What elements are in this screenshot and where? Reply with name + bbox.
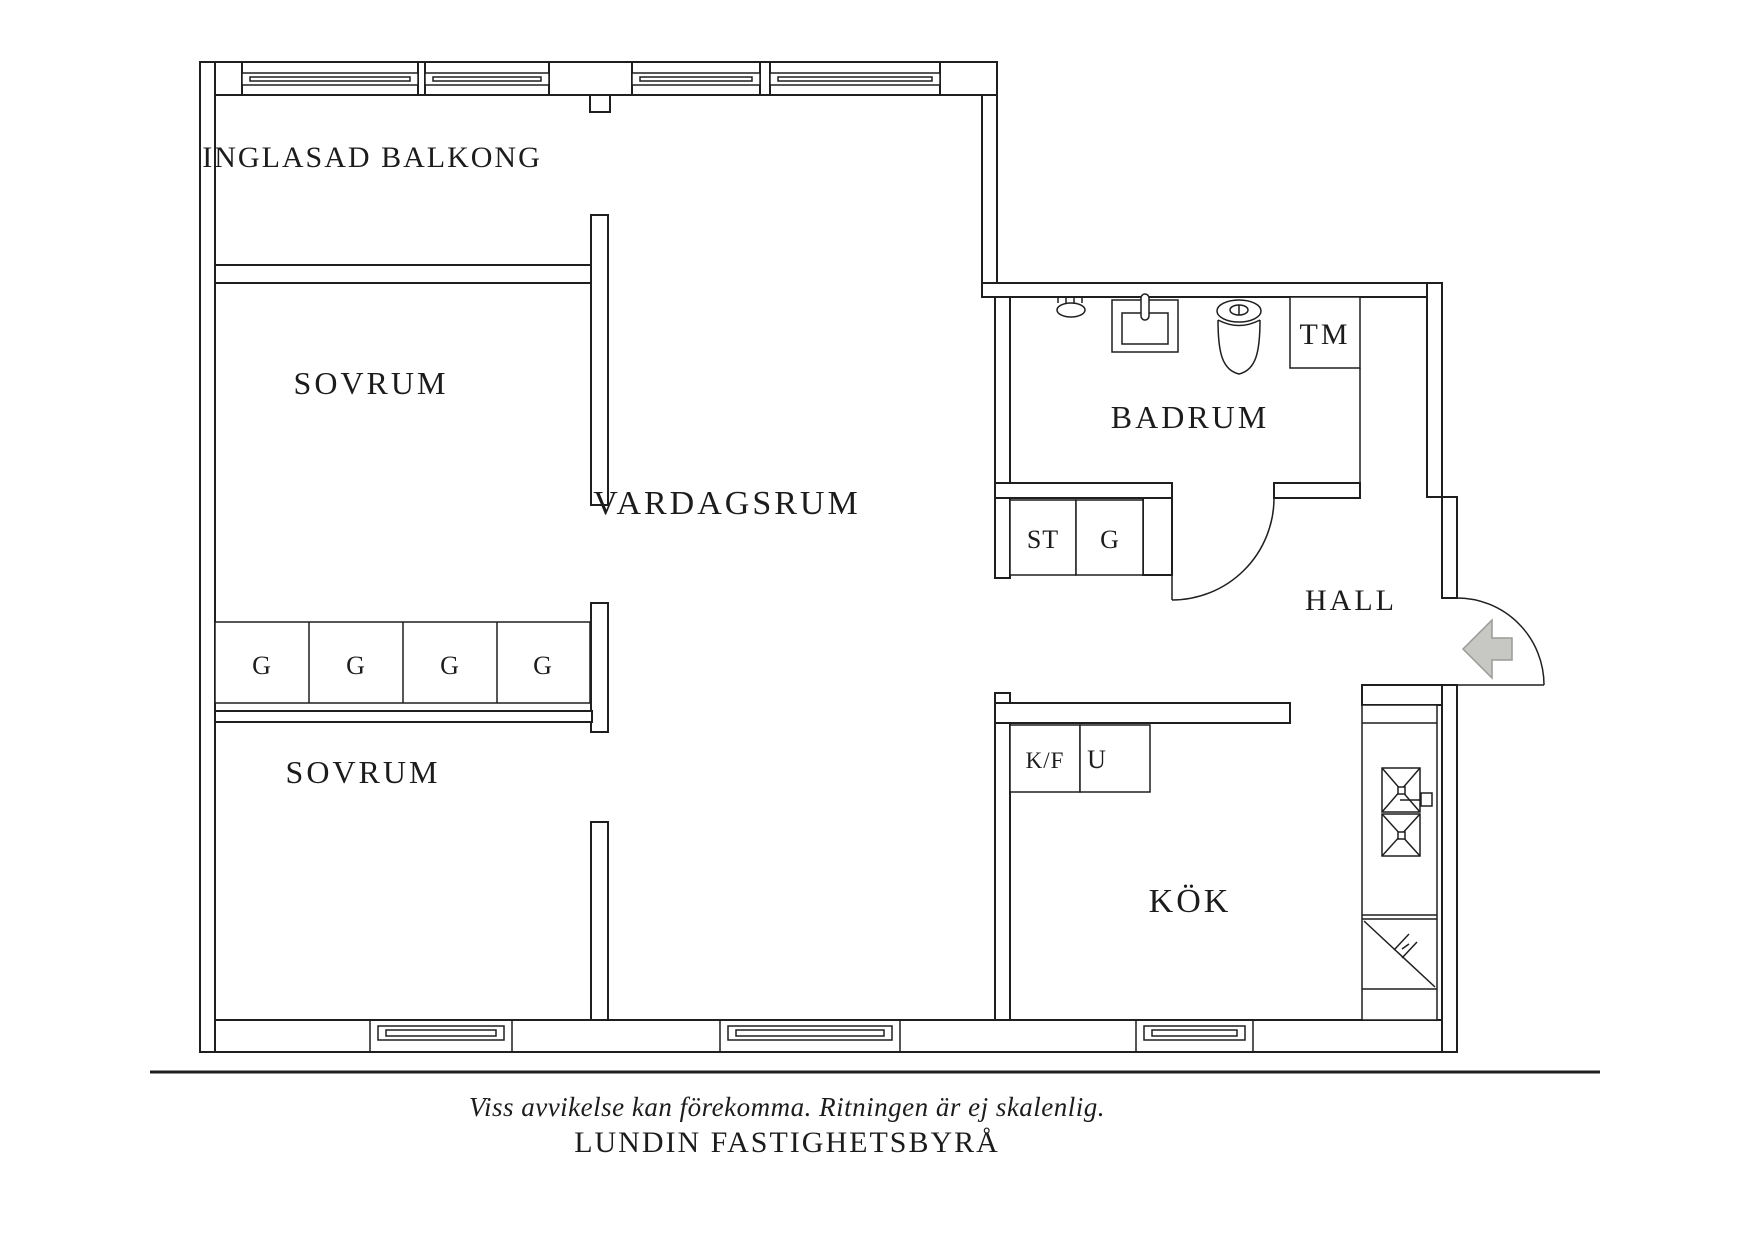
entrance-door-arc	[1456, 597, 1545, 686]
sink-basin-icon	[1381, 767, 1421, 813]
faucet-icon	[1400, 792, 1433, 807]
closet-g	[1075, 499, 1144, 576]
window	[631, 72, 761, 86]
bathroom-door-arc	[1171, 497, 1275, 601]
interior-walls	[214, 214, 1443, 1021]
tm-closet: TM	[1289, 296, 1361, 369]
oven-box	[1079, 724, 1151, 793]
wall	[199, 61, 216, 1053]
footer: Viss avvikelse kan förekomma. Ritningen …	[150, 1070, 1600, 1159]
wardrobe-label: G	[440, 651, 460, 680]
fridge-freezer-label: K/F	[1026, 748, 1065, 773]
wall	[981, 61, 998, 298]
oven-label: U	[1087, 745, 1107, 774]
wall	[981, 282, 1443, 298]
bedroom2-label: SOVRUM	[286, 754, 441, 790]
top-windows	[241, 72, 941, 86]
toilet-icon	[1216, 299, 1262, 375]
wall-pier	[939, 61, 998, 96]
window	[1135, 1020, 1254, 1052]
closet-tm	[1289, 296, 1361, 369]
sink-icon	[1111, 293, 1179, 353]
wall	[1441, 496, 1458, 599]
room-labels: INGLASAD BALKONG SOVRUM VARDAGSRUM SOVRU…	[202, 141, 1397, 920]
entrance-door	[1456, 597, 1545, 686]
wall-pier	[417, 61, 426, 96]
hall-closets: ST G	[1009, 499, 1144, 576]
wall	[590, 602, 609, 733]
window	[769, 72, 941, 86]
hall-label: HALL	[1305, 584, 1397, 617]
footer-disclaimer: Viss avvikelse kan förekomma. Ritningen …	[469, 1092, 1105, 1122]
wall	[994, 296, 1011, 579]
balcony-label: INGLASAD BALKONG	[202, 141, 542, 174]
window	[241, 72, 419, 86]
bottom-windows	[369, 1020, 1254, 1052]
window	[424, 72, 550, 86]
closet-st-label: ST	[1027, 525, 1059, 554]
shower-icon	[1056, 297, 1086, 318]
wall	[994, 692, 1011, 1021]
counter-outline	[1361, 704, 1438, 1021]
wall	[590, 821, 609, 1021]
footer-brand: LUNDIN FASTIGHETSBYRÅ	[574, 1126, 1000, 1159]
bedroom1-label: SOVRUM	[294, 365, 449, 401]
wall	[994, 482, 1173, 499]
window	[369, 1020, 513, 1052]
wall	[994, 702, 1291, 724]
wall	[1142, 497, 1173, 576]
wall	[214, 710, 593, 723]
bathroom-door	[1171, 497, 1275, 601]
wall	[214, 264, 592, 284]
wardrobe-label: G	[346, 651, 366, 680]
entry-arrow-icon	[1461, 618, 1513, 680]
closet-g-label: G	[1100, 525, 1120, 554]
wall	[1441, 684, 1458, 1053]
fridge-freezer-box	[1009, 724, 1081, 793]
kitchen-label: KÖK	[1149, 883, 1232, 920]
wall	[1426, 282, 1443, 498]
bathroom-label: BADRUM	[1111, 399, 1269, 435]
closet-st	[1009, 499, 1077, 576]
bathroom-fixtures	[1056, 293, 1262, 375]
wardrobe-label: G	[533, 651, 553, 680]
wall	[1273, 482, 1361, 499]
wall-notch	[589, 94, 611, 113]
living-room-label: VARDAGSRUM	[593, 485, 860, 522]
wall-pier	[548, 61, 633, 96]
kitchen-cabinets: K/F U	[1009, 724, 1151, 793]
closet-tm-label: TM	[1300, 318, 1351, 351]
kitchen-counter	[1361, 704, 1438, 1021]
wall-pier	[759, 61, 771, 96]
wall	[590, 214, 609, 506]
wall	[1361, 684, 1443, 706]
wardrobe-label: G	[252, 651, 272, 680]
wardrobe-row: G G G G	[214, 621, 591, 704]
sink-basin-icon	[1381, 813, 1421, 857]
window	[719, 1020, 901, 1052]
dishwasher-icon	[1363, 920, 1436, 988]
wall-pier	[214, 61, 243, 96]
exterior-walls	[199, 61, 1458, 1053]
